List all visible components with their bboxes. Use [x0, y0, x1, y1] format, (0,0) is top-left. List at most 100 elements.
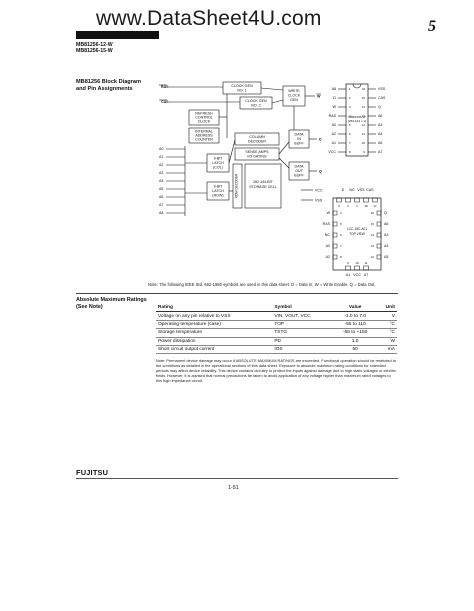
- a5-label: A5: [159, 187, 163, 191]
- dip-pin-label: A3: [378, 123, 382, 127]
- wire: [278, 157, 290, 169]
- header-unit: Unit: [376, 304, 397, 313]
- lcc-top-label: VSS: [357, 188, 365, 192]
- cell-unit: mA: [376, 345, 397, 355]
- lcc-pad: [376, 243, 382, 249]
- dip-pin-number: 1: [349, 87, 351, 91]
- column-decoder-label: DECODER: [248, 140, 266, 144]
- column-decoder-block: [234, 132, 280, 146]
- cas-label: CAS: [161, 100, 169, 104]
- row-decoder-label: ROW DECODER: [235, 173, 239, 198]
- lcc-pad: [332, 221, 338, 227]
- abs-max-title: Absolute Maximum Ratings (See Note): [76, 297, 147, 310]
- lcc-pin-number: 2: [347, 204, 349, 208]
- table-header-row: Rating Symbol Value Unit: [156, 304, 397, 313]
- dip-pin-label: A2: [332, 132, 336, 136]
- lcc-top-label: D: [342, 188, 345, 192]
- write-clock-label: WRITE: [288, 89, 300, 93]
- cell-rating: Power dissipation: [156, 337, 273, 346]
- header-rating: Rating: [156, 304, 273, 313]
- cell-unit: °C: [376, 320, 397, 330]
- part-number: MB81256-15-W: [76, 48, 113, 55]
- a7-label: A7: [159, 203, 163, 207]
- lcc-pad: [345, 265, 351, 271]
- d-label: D: [319, 138, 322, 142]
- storage-cell-label: STORAGE CELL: [249, 185, 277, 189]
- dip-pin-label: A0: [332, 123, 336, 127]
- lcc-pin-number: 18: [364, 204, 368, 208]
- lcc-pad: [363, 197, 369, 203]
- dip-pin-label: A6: [378, 114, 382, 118]
- refresh-control-block: [188, 109, 220, 126]
- sense-amps-label: SENSE AMPS: [245, 150, 269, 154]
- lcc-pin-number: 14: [371, 233, 375, 237]
- lcc-pad: [345, 197, 351, 203]
- lcc-bottom-label: A1: [346, 273, 350, 277]
- data-in-label: IN: [297, 137, 301, 141]
- latch-row-label: LATCH: [212, 189, 224, 193]
- dip-pin-number: 3: [349, 105, 351, 109]
- cell-unit: °C: [376, 328, 397, 338]
- lcc-pin-label: A0: [326, 244, 330, 248]
- lcc-pin-label: A2: [326, 255, 330, 259]
- cell-unit: W: [376, 337, 397, 346]
- lcc-pin-number: 8: [340, 255, 342, 259]
- write-clock-label: GEN: [290, 98, 298, 102]
- section-title: MB81256 Block Diagram and Pin Assignment…: [76, 79, 186, 92]
- w-label: W: [317, 95, 321, 99]
- cell-value: -55 to +150: [333, 328, 377, 338]
- counter-label: ADDRESS: [195, 134, 213, 138]
- dip-pin-label: A8: [332, 87, 336, 91]
- a3-label: A3: [159, 171, 163, 175]
- wire: [228, 139, 236, 164]
- ras-label: RAS: [161, 85, 169, 89]
- lcc-pin-number: 4: [340, 211, 342, 215]
- abs-max-footnote: Note: Permanent device damage may occur …: [156, 358, 396, 383]
- dip-pin-number: 15: [362, 96, 366, 100]
- column-decoder-label: COLUMN: [249, 135, 265, 139]
- dip-pin-number: 10: [362, 141, 366, 145]
- page-number: 1-51: [228, 485, 239, 491]
- lcc-pin-number: 11: [364, 261, 367, 265]
- lcc-pin-number: 6: [340, 233, 342, 237]
- watermark-text: www.DataSheet4U.com: [96, 7, 322, 30]
- dip-pin-label: A1: [332, 141, 336, 145]
- lcc-pad: [376, 210, 382, 216]
- cell-symbol: TSTG: [272, 328, 334, 338]
- part-numbers: MB81256-12-W MB81256-15-W: [76, 42, 113, 55]
- cell-symbol: PD: [272, 337, 334, 346]
- lcc-pad: [332, 243, 338, 249]
- dip-name: (262,144 x 1): [348, 119, 366, 123]
- dip-pin-label: W: [333, 105, 337, 109]
- a6-label: A6: [159, 195, 163, 199]
- cell-rating: Short circuit output current: [156, 345, 273, 355]
- dip-pin-number: 5: [349, 123, 351, 127]
- cell-unit: V: [376, 311, 397, 321]
- cell-symbol: IOS: [272, 345, 334, 355]
- clock-gen-2-label: CLOCK GEN: [245, 99, 267, 103]
- lcc-pin-label: RAS: [323, 222, 331, 226]
- cell-value: 1.0: [333, 337, 377, 346]
- table-row: Power dissipation PD 1.0 W: [156, 337, 397, 346]
- page-mark: 5: [428, 18, 436, 35]
- abs-max-title-line: Absolute Maximum Ratings: [76, 297, 147, 303]
- abs-max-table: Rating Symbol Value Unit Voltage on any …: [156, 304, 397, 355]
- dip-pin-number: 16: [362, 87, 366, 91]
- dip-pin-label: A5: [378, 141, 382, 145]
- lcc-pad: [332, 232, 338, 238]
- footer-divider: [76, 478, 398, 479]
- dip-pin-label: A7: [378, 150, 382, 154]
- wire: [278, 141, 290, 155]
- fujitsu-logo: FUJITSU: [76, 468, 109, 477]
- dip-pin-number: 4: [349, 114, 351, 118]
- row-decoder-block: [232, 163, 243, 209]
- lcc-pin-label: W: [327, 211, 331, 215]
- lcc-pad: [332, 210, 338, 216]
- dip-pin-number: 11: [362, 132, 365, 136]
- lcc-pin-number: 1: [356, 204, 358, 208]
- lcc-pin-label: A4: [384, 244, 388, 248]
